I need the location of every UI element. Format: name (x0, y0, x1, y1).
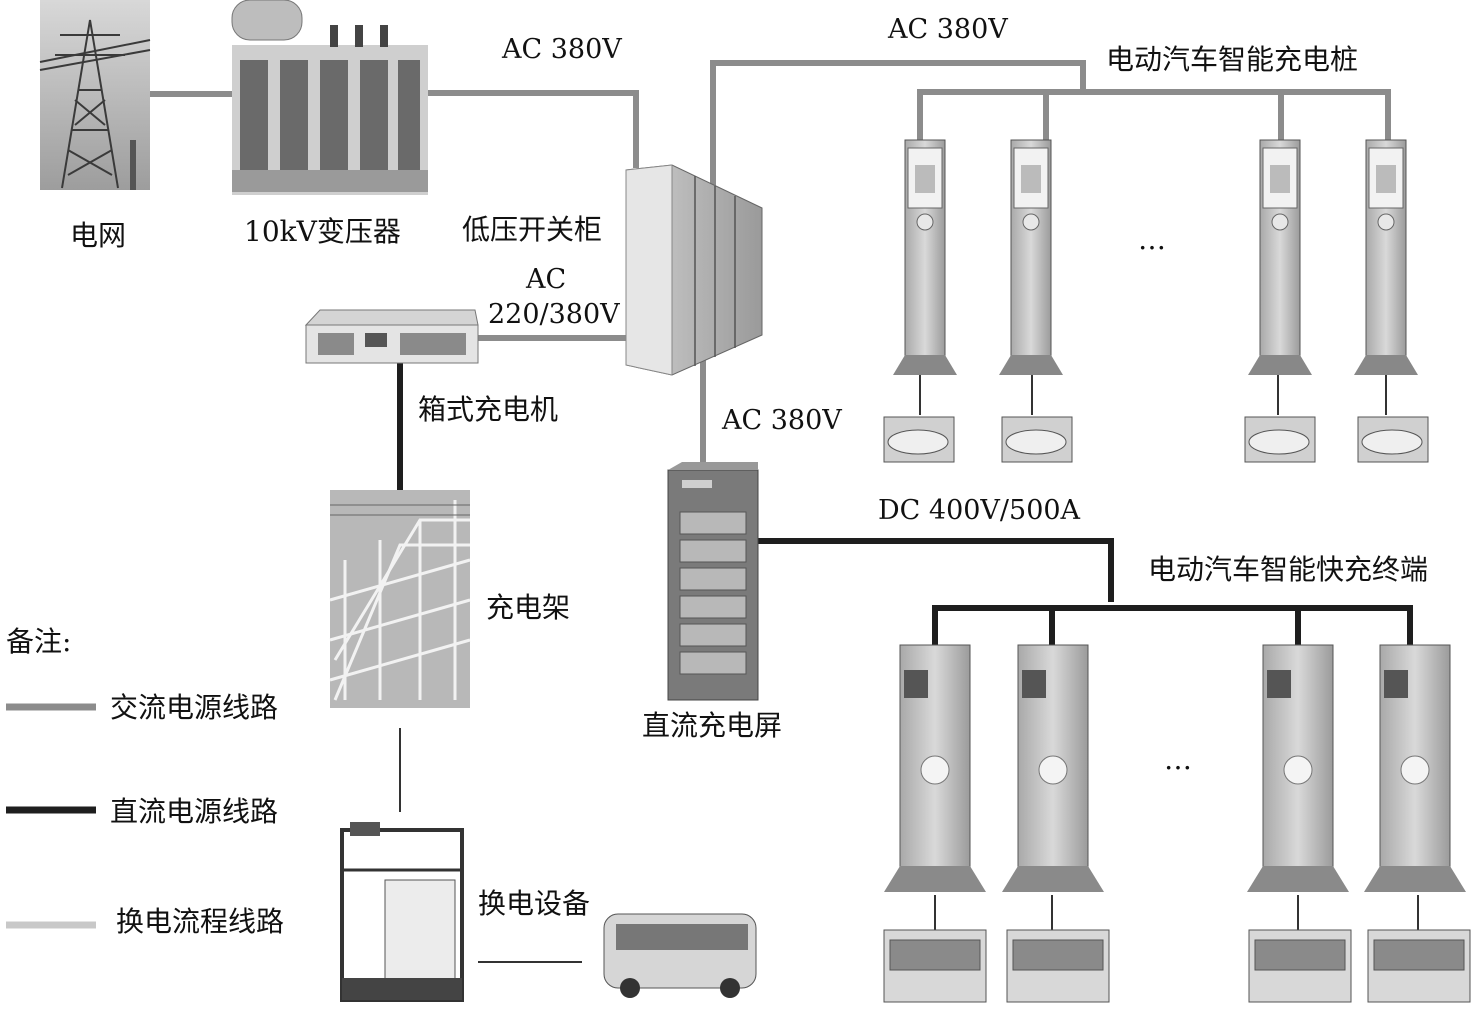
label-voltage-box-charger-2: 220/380V (488, 299, 620, 330)
label-voltage-ac-piles: AC 380V (888, 14, 1008, 45)
line-switchgear-acpiles (710, 60, 1086, 186)
dc-terminal (1247, 644, 1349, 892)
legend-title: 备注: (6, 625, 72, 658)
line-transformer-switchgear (425, 90, 639, 168)
label-ac-pile-group: 电动汽车智能充电桩 (1106, 43, 1359, 76)
ac-pile (893, 139, 957, 375)
label-dc-panel: 直流充电屏 (642, 709, 783, 742)
ellipsis-dc-terminals: … (1164, 743, 1192, 776)
bus (1248, 929, 1352, 1003)
car (883, 416, 955, 463)
ac-piles (893, 139, 1418, 375)
legend-swatches (6, 703, 96, 929)
buses (883, 929, 1471, 1003)
swap-lines (399, 375, 1419, 963)
power-tower-image (39, 0, 151, 190)
bus (1367, 929, 1471, 1003)
dc-terminal (1002, 644, 1104, 892)
swap-equipment-image (340, 822, 464, 1002)
ac-pile (1354, 139, 1418, 375)
charging-rack-image (329, 490, 471, 708)
box-charger-image (304, 309, 479, 364)
label-box-charger: 箱式充电机 (418, 393, 559, 426)
car (1357, 416, 1429, 463)
bus (883, 929, 987, 1003)
label-voltage-dc-panel: AC 380V (722, 405, 842, 436)
ac-pile (1248, 139, 1312, 375)
dc-terminal (884, 644, 986, 892)
label-switchgear: 低压开关柜 (462, 213, 603, 246)
dc-terminal (1364, 644, 1466, 892)
label-voltage-dc-terminals: DC 400V/500A (878, 495, 1081, 526)
dc-lines (397, 359, 1413, 645)
label-voltage-transformer-switchgear: AC 380V (502, 34, 622, 65)
legend-label-ac: 交流电源线路 (110, 691, 279, 724)
car (1244, 416, 1316, 463)
ellipsis-ac-piles: … (1138, 223, 1166, 256)
label-dc-terminal-group: 电动汽车智能快充终端 (1148, 553, 1429, 586)
ac-pile (999, 139, 1063, 375)
legend-label-dc: 直流电源线路 (110, 795, 279, 828)
switchgear-image (625, 164, 763, 376)
label-transformer: 10kV变压器 (244, 215, 401, 248)
label-voltage-box-charger-1: AC (526, 264, 567, 295)
cars (883, 416, 1429, 463)
ac-lines (147, 60, 1391, 473)
bus (1006, 929, 1110, 1003)
dc-panel-image (667, 462, 759, 701)
label-swap-equipment: 换电设备 (478, 887, 591, 920)
car (1001, 416, 1073, 463)
line-dcpanel-terminals (755, 538, 1114, 602)
transformer-image (231, 0, 428, 195)
label-charging-rack: 充电架 (486, 591, 571, 624)
label-grid: 电网 (70, 219, 127, 252)
legend-label-swap: 换电流程线路 (116, 905, 285, 938)
dc-terminals (884, 644, 1466, 892)
bus-image (603, 913, 757, 998)
